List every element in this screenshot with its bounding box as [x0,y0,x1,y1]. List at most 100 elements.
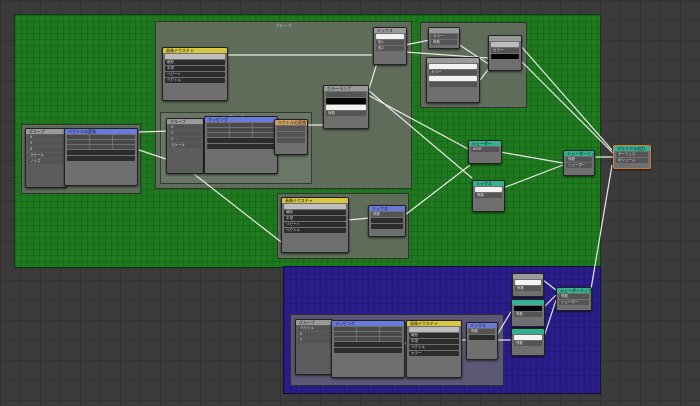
node-row[interactable]: 係数 [469,329,495,334]
node-left-mapping[interactable]: ベクトルの変換 [64,128,138,186]
node-row[interactable]: 色1 [376,40,404,45]
node-row[interactable]: 線形 [284,210,346,215]
node-row[interactable]: 係数 [566,157,592,162]
node-row[interactable] [207,144,275,149]
node-row[interactable]: リピート [284,222,346,227]
node-left-group[interactable]: グループ X Y Z スケール ノイズ [25,128,67,188]
node-bottom-mapping[interactable]: マッピング [331,320,405,378]
node-mix-teal-small[interactable]: ミックス 係数 [472,180,505,212]
node-image-texture-top[interactable]: 画像テクスチャ 線形 平坦 リピート ベクトル [162,47,228,101]
node-row[interactable]: 係数 [514,341,542,346]
node-row[interactable]: Z [28,147,64,152]
node-row[interactable]: ノイズ [28,159,64,164]
node-row[interactable]: Y [298,338,330,343]
node-br-a[interactable]: 係数 [512,273,544,297]
vector-fields[interactable] [67,135,135,149]
node-row[interactable] [429,76,477,81]
node-row[interactable]: カラー [429,70,477,75]
node-row[interactable] [491,42,519,47]
node-row[interactable]: 係数 [326,111,366,116]
color-swatch[interactable] [326,105,366,110]
node-row[interactable]: 色2 [376,46,404,51]
node-row[interactable] [371,224,403,229]
node-row[interactable]: 平坦 [409,339,459,344]
node-row[interactable]: ベクトル [165,78,225,83]
node-row[interactable]: 線形 [409,333,459,338]
node-row[interactable]: シェーダー [566,163,592,168]
node-row[interactable] [429,64,477,69]
node-mid-group[interactable]: グループ X Y Z スケール [166,118,204,174]
node-row[interactable]: X [28,135,64,140]
node-row[interactable]: BSDF [471,147,499,152]
node-mid-mapping[interactable]: マッピング [204,116,278,174]
node-row[interactable]: スケール [28,153,64,158]
node-row[interactable] [469,335,495,340]
node-bottom-group[interactable]: グループ ベクトル X Y [295,319,333,375]
node-row[interactable]: Y [169,131,201,136]
node-row[interactable] [277,138,305,143]
node-row[interactable] [207,138,275,143]
node-mix-bottom-small[interactable]: ミックス 係数 [466,322,498,360]
node-row[interactable] [514,306,542,311]
node-row[interactable]: 係数 [371,212,403,217]
node-row[interactable]: X [298,332,330,337]
node-row[interactable] [429,82,477,87]
node-row[interactable] [334,348,402,353]
node-row[interactable]: 係数 [431,40,457,45]
node-row[interactable]: X [169,125,201,130]
node-row[interactable] [334,342,402,347]
node-row[interactable]: 係数 [515,286,541,291]
node-row[interactable]: カラー [491,48,519,53]
node-row[interactable]: カラー [431,34,457,39]
node-row[interactable]: シェーダー [559,300,589,305]
image-selector[interactable] [165,54,225,59]
node-row[interactable] [67,150,135,155]
node-row[interactable]: スケール [169,143,201,148]
node-shader-mix-right[interactable]: シェーダーミックス 係数 シェーダー [563,150,595,176]
node-row[interactable]: Z [169,137,201,142]
node-row[interactable] [326,92,366,97]
node-row[interactable] [277,126,305,131]
node-vector-transform[interactable]: ベクトルの変換 [274,119,308,155]
node-row[interactable] [277,132,305,137]
node-row[interactable]: カラー [409,351,459,356]
node-row[interactable]: 係数 [514,312,542,317]
node-row[interactable]: 線形 [165,60,225,65]
node-row[interactable]: ベクトル [284,228,346,233]
color-ramp-bar[interactable] [326,98,366,104]
node-row[interactable]: 平坦 [165,66,225,71]
node-row[interactable] [67,156,135,161]
vector-fields[interactable] [334,327,402,341]
node-color-ramp[interactable]: カラーランプ 係数 [323,85,369,129]
node-row[interactable] [371,218,403,223]
node-row[interactable]: サーフェス [616,152,648,157]
image-selector[interactable] [409,327,459,332]
node-mix-mid-small[interactable]: ミックス 係数 [368,205,406,237]
node-right-top-a[interactable]: カラー 係数 [428,27,460,49]
node-row[interactable] [514,335,542,340]
node-shader-mid[interactable]: シェーダー BSDF [468,140,502,164]
node-row[interactable]: 平坦 [284,216,346,221]
node-row[interactable] [376,34,404,39]
node-br-c[interactable]: 係数 [511,328,545,356]
node-row[interactable] [475,187,502,192]
node-right-top-b[interactable]: カラー [426,57,480,103]
node-image-texture-bottom[interactable]: 画像テクスチャ 線形 平坦 ベクトル カラー [406,320,462,378]
node-mix-top[interactable]: ミックス 色1 色2 [373,27,407,65]
node-row[interactable]: ボリューム [616,158,648,163]
node-row[interactable]: リピート [165,72,225,77]
node-image-texture-mid[interactable]: 画像テクスチャ 線形 平坦 リピート ベクトル [281,197,349,253]
node-br-shader-mix[interactable]: シェーダーミックス 係数 シェーダー [556,287,592,311]
node-row[interactable] [515,280,541,285]
node-row[interactable]: 係数 [559,294,589,299]
node-right-top-c[interactable]: カラー [488,35,522,71]
vector-fields[interactable] [207,123,275,137]
node-row[interactable]: 係数 [475,193,502,198]
node-material-output[interactable]: マテリアル出力 サーフェス ボリューム [613,145,651,169]
node-row[interactable]: ベクトル [409,345,459,350]
image-selector[interactable] [284,204,346,209]
node-row[interactable]: ベクトル [298,326,330,331]
node-row[interactable] [491,54,519,59]
node-br-b[interactable]: 係数 [511,299,545,327]
